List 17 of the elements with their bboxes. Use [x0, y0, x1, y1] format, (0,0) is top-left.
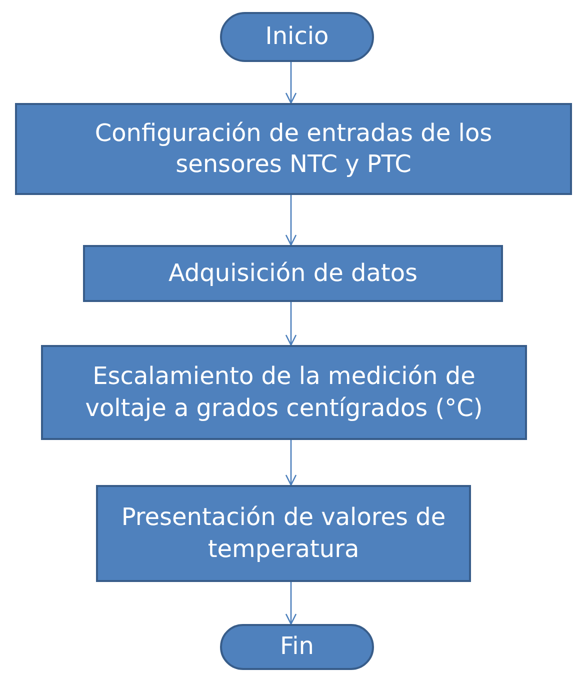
arrow: [285, 582, 297, 625]
process-box: [83, 245, 503, 302]
node-text: Adquisición de datos: [167, 258, 419, 289]
terminal-shape: [220, 12, 374, 62]
terminal-shape: [220, 624, 374, 670]
node-text: Fin: [279, 631, 315, 662]
process-box: [41, 345, 527, 440]
node-text: Configuración de entradas de los sensores NTC y PTC: [94, 118, 494, 180]
node-text: Inicio: [264, 21, 330, 52]
arrow: [285, 440, 297, 486]
node-text: Presentación de valores de temperatura: [120, 502, 447, 564]
node-text: Escalamiento de la medición de voltaje a grados centígrados (°C): [84, 361, 484, 424]
arrow: [285, 195, 297, 246]
arrow: [285, 62, 297, 104]
arrow: [285, 302, 297, 346]
process-box: [15, 103, 572, 195]
process-box: [96, 485, 471, 582]
